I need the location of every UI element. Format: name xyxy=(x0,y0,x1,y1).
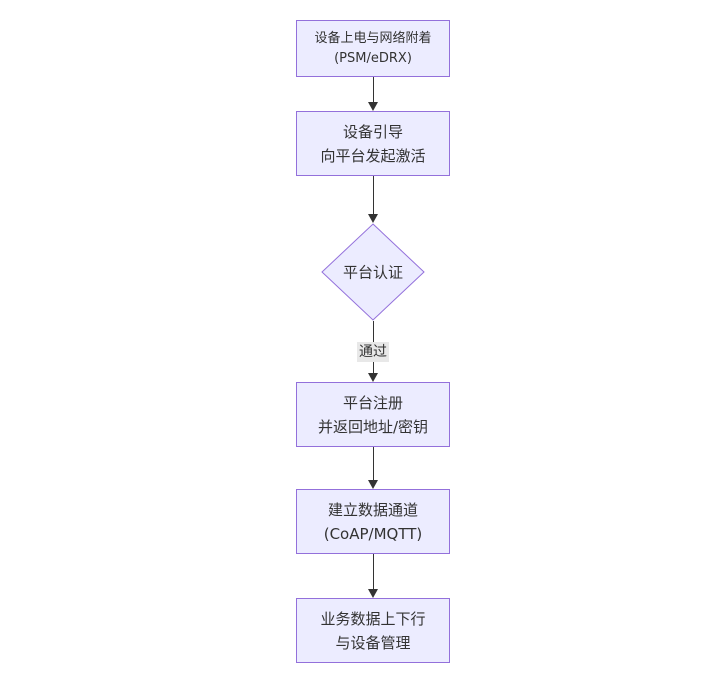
node-business-line2: 与设备管理 xyxy=(335,633,411,652)
edge-register-to-channel xyxy=(353,447,393,489)
edge-power-to-bootstrap xyxy=(353,77,393,111)
edge-line xyxy=(372,447,374,480)
node-auth-label: 平台认证 xyxy=(342,263,404,282)
node-auth-decision: 平台认证 xyxy=(321,223,425,321)
node-power-attach-line2: (PSM/eDRX) xyxy=(334,50,412,66)
edge-bootstrap-to-auth xyxy=(353,176,393,223)
arrowhead-down-icon xyxy=(368,589,378,598)
node-bootstrap: 设备引导 向平台发起激活 xyxy=(296,111,450,176)
edge-auth-to-register: 通过 xyxy=(353,321,393,382)
node-power-attach: 设备上电与网络附着 (PSM/eDRX) xyxy=(296,20,450,77)
arrowhead-down-icon xyxy=(368,373,378,382)
arrowhead-down-icon xyxy=(368,214,378,223)
diamond-shape xyxy=(321,223,425,321)
node-power-attach-line1: 设备上电与网络附着 xyxy=(314,30,432,46)
arrowhead-down-icon xyxy=(368,480,378,489)
edge-line xyxy=(372,176,374,214)
node-bootstrap-line2: 向平台发起激活 xyxy=(320,146,426,165)
edge-line xyxy=(372,77,374,102)
edge-channel-to-business xyxy=(353,554,393,598)
node-channel-line1: 建立数据通道 xyxy=(327,500,418,519)
node-business: 业务数据上下行 与设备管理 xyxy=(296,598,450,663)
node-channel-line2: (CoAP/MQTT) xyxy=(323,524,423,543)
node-bootstrap-line1: 设备引导 xyxy=(342,122,403,141)
edge-label-pass: 通过 xyxy=(357,341,389,362)
node-channel: 建立数据通道 (CoAP/MQTT) xyxy=(296,489,450,554)
node-register-line1: 平台注册 xyxy=(342,393,403,412)
node-register-line2: 并返回地址/密钥 xyxy=(317,417,429,436)
node-register: 平台注册 并返回地址/密钥 xyxy=(296,382,450,447)
node-business-line1: 业务数据上下行 xyxy=(320,609,426,628)
flowchart: 设备上电与网络附着 (PSM/eDRX) 设备引导 向平台发起激活 平台认证 通… xyxy=(296,20,450,663)
edge-line xyxy=(372,554,374,589)
arrowhead-down-icon xyxy=(368,102,378,111)
